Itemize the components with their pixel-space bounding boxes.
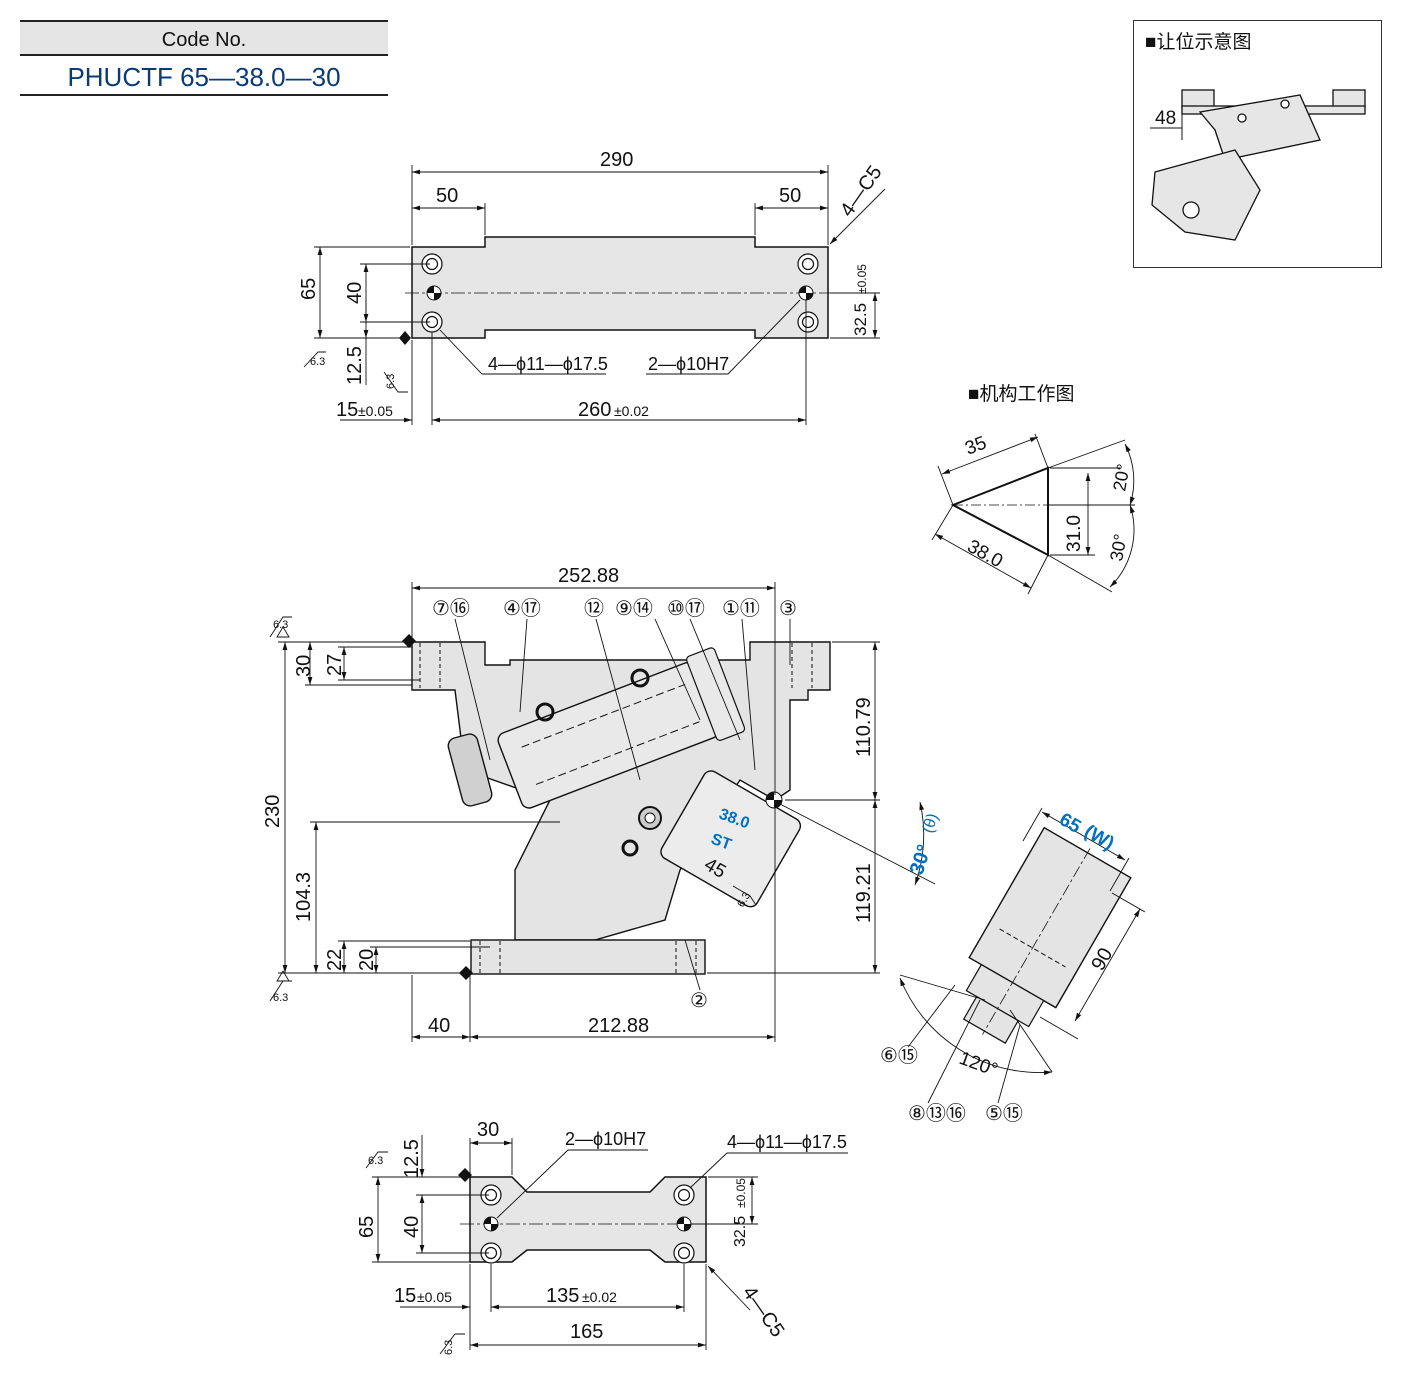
code-header: Code No. [20, 20, 388, 56]
holes-callout: 4—ϕ11—ϕ17.5 [488, 354, 608, 374]
stroke-label: ST [709, 831, 734, 854]
callout-7-16: ⑦⑯ [432, 597, 470, 620]
inset-title: ■让位示意图 [1145, 31, 1251, 53]
datum-pin-icon [765, 791, 783, 809]
bottom-plate [470, 939, 706, 975]
pins-callout: 2—ϕ10H7 [648, 354, 729, 374]
bottom-plate-outline [469, 1176, 707, 1263]
handle [447, 733, 493, 807]
chamfer-label: 4—C5 [836, 162, 887, 221]
dim-65: 65 [356, 1216, 378, 1238]
callout-1-11: ①⑪ [722, 597, 760, 620]
inset-dim-48: 48 [1155, 108, 1176, 129]
swing-angle: 30° [906, 842, 936, 878]
callout-12: ⑫ [584, 597, 604, 620]
code-number-box: Code No. PHUCTF 65—38.0—30 [20, 20, 388, 96]
dim-15-tol: ±0.05 [417, 1289, 452, 1305]
top-view: 290 50 50 4—C5 65 40 12.5 32.5 ±0.05 4—ϕ… [298, 149, 887, 425]
dim-12-5: 12.5 [401, 1139, 423, 1178]
port-icon [621, 839, 639, 857]
slide-table [660, 770, 802, 908]
dim-32-5-tol: ±0.05 [734, 1178, 748, 1208]
dim-230: 230 [262, 795, 284, 828]
angle-120: 120° [956, 1048, 1000, 1081]
dim-110-79: 110.79 [853, 697, 875, 757]
roughness-label: 6.3 [368, 1155, 383, 1167]
roughness-label: 6.3 [273, 992, 288, 1004]
holes-callout: 4—ϕ11—ϕ17.5 [727, 1132, 847, 1152]
dim-135-tol: ±0.02 [582, 1289, 617, 1305]
dim-40: 40 [401, 1216, 423, 1238]
top-plate [411, 236, 829, 339]
pins-callout: 2—ϕ10H7 [565, 1129, 646, 1149]
bottom-view: 30 2—ϕ10H7 4—ϕ11—ϕ17.5 12.5 65 40 32.5 ±… [356, 1119, 848, 1355]
dim-40: 40 [428, 1015, 450, 1037]
dim-50-left: 50 [436, 185, 458, 207]
roughness-label: 6.3 [310, 356, 325, 368]
roughness-label: 6.3 [385, 374, 397, 389]
dim-104-3: 104.3 [293, 872, 315, 922]
callout-6-15: ⑥⑮ [880, 1044, 918, 1067]
callout-3: ③ [779, 598, 797, 620]
mechanism-diagram: ■机构工作图 35 38.0 31.0 20° 30° [931, 383, 1135, 595]
callout-10-17: ⑩⑰ [667, 597, 705, 620]
callout-9-14: ⑨⑭ [615, 597, 653, 620]
dim-40: 40 [344, 282, 366, 304]
dim-27: 27 [324, 654, 346, 676]
dim-290: 290 [600, 149, 633, 171]
mech-dim-35: 35 [962, 432, 989, 459]
chamfer-label: 4—C5 [738, 1282, 789, 1341]
dim-15: 15 [336, 399, 358, 421]
dim-12-5: 12.5 [344, 346, 366, 385]
dim-212-88: 212.88 [588, 1015, 649, 1037]
dim-260-tol: ±0.02 [614, 403, 649, 419]
dim-135: 135 [546, 1285, 579, 1307]
clearance-inset-frame [1133, 20, 1382, 268]
dim-15-tol: ±0.05 [358, 403, 393, 419]
mech-dim-31: 31.0 [1064, 515, 1085, 552]
dim-252-88: 252.88 [558, 565, 619, 587]
port-icon [630, 668, 650, 688]
width-label: (W) [1081, 821, 1118, 854]
mech-angle-30: 30° [1106, 532, 1130, 562]
dim-119-21: 119.21 [853, 863, 875, 923]
mechanism-title: ■机构工作图 [968, 383, 1074, 405]
dim-50-right: 50 [779, 185, 801, 207]
dim-15: 15 [394, 1285, 416, 1307]
dim-65: 65 [298, 278, 320, 300]
dim-32-5-tol: ±0.05 [855, 264, 869, 294]
cylinder-block [497, 647, 746, 809]
callout-2: ② [690, 990, 708, 1012]
dim-32-5: 32.5 [732, 1216, 749, 1247]
front-view: 252.88 40 212.88 230 30 27 104.3 22 20 1… [262, 565, 942, 1042]
dim-20: 20 [356, 949, 378, 971]
roughness-label: 6.3 [443, 1340, 455, 1355]
dim-32-5: 32.5 [851, 303, 870, 336]
dim-260: 260 [578, 399, 611, 421]
pin-icon [483, 1216, 692, 1232]
callout-4-17: ④⑰ [503, 597, 541, 620]
dim-30: 30 [477, 1119, 499, 1141]
dim-30: 30 [293, 655, 315, 677]
mech-dim-38: 38.0 [964, 536, 1007, 572]
mech-angle-20: 20° [1109, 462, 1133, 492]
pin-icon [426, 285, 814, 301]
port-icon [535, 702, 555, 722]
code-value: PHUCTF 65—38.0—30 [20, 58, 388, 96]
dim-165: 165 [570, 1321, 603, 1343]
dim-22: 22 [324, 949, 346, 971]
callout-8-13-16: ⑧⑬⑯ [908, 1102, 966, 1125]
swing-angle-label: (θ) [920, 811, 942, 835]
callout-5-15: ⑤⑮ [985, 1102, 1023, 1125]
roughness-label: 6.3 [273, 619, 288, 631]
dim-90: 90 [1087, 944, 1117, 974]
inset-sketch: ■让位示意图 48 [1145, 31, 1366, 241]
